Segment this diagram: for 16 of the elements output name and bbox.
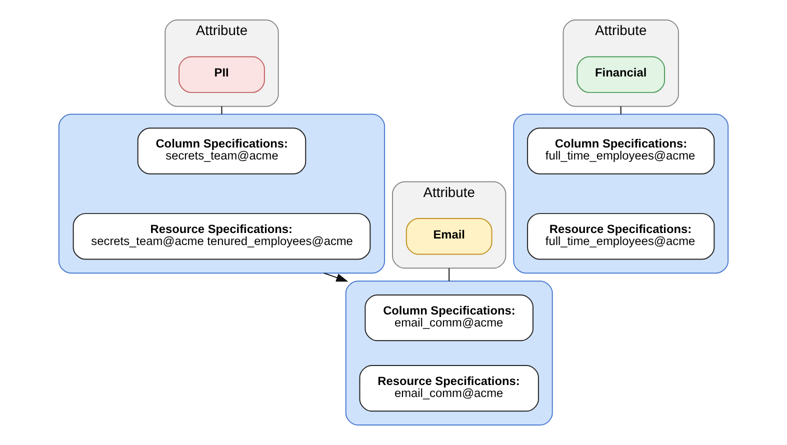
- node-box: Resource Specifications: full_time_employees@acme: [527, 213, 715, 260]
- node-box: Resource Specifications: email_comm@acme: [359, 364, 539, 412]
- node-box: Column Specifications: email_comm@acme: [364, 294, 534, 342]
- connector: [221, 106, 222, 115]
- connector: [620, 106, 622, 115]
- arrow: [324, 272, 348, 282]
- connector: [448, 268, 450, 282]
- node-box: PII: [178, 56, 265, 93]
- node-box: Email: [406, 218, 492, 255]
- node-box: Column Specifications: secrets_team@acme: [137, 128, 306, 174]
- cluster: [345, 280, 553, 426]
- node-box: Financial: [576, 56, 666, 93]
- node-box: Column Specifications: full_time_employees@acme: [527, 128, 715, 174]
- cluster: [58, 114, 386, 274]
- node-box: Resource Specifications: secrets_team@acme tenured_employees@acme: [72, 213, 371, 260]
- cluster: [513, 114, 729, 274]
